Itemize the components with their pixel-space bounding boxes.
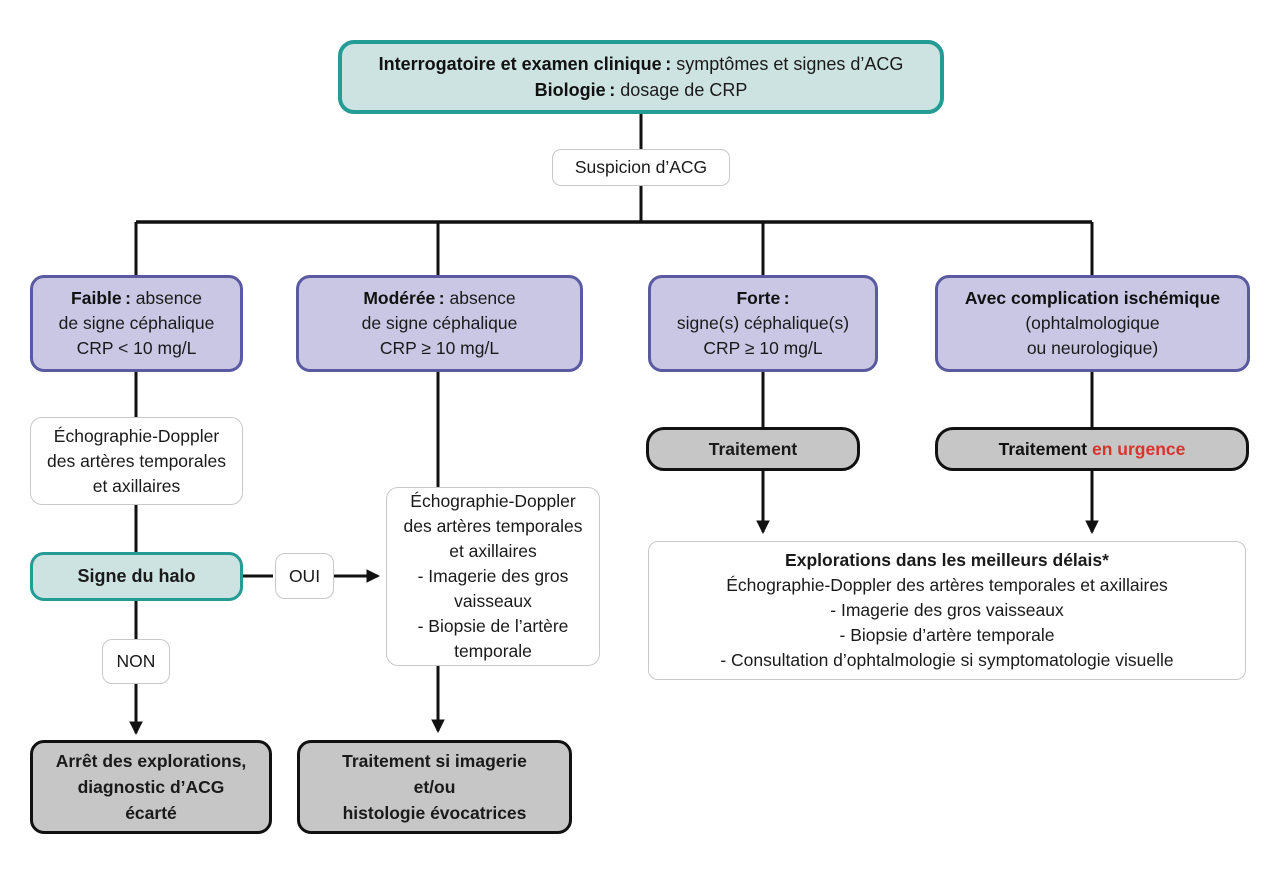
node-niveau-forte: Forte : signe(s) céphalique(s) CRP ≥ 10 … — [648, 275, 878, 372]
label-moderee-line2: de signe céphalique — [361, 313, 518, 333]
label-traitement-si-line3: histologie évocatrices — [342, 803, 527, 823]
label-echo2-line2: des artères temporales — [403, 516, 583, 536]
label-biologie-bold: Biologie : — [534, 80, 616, 100]
label-faible-line3: CRP < 10 mg/L — [76, 338, 197, 358]
node-niveau-faible: Faible : absence de signe céphalique CRP… — [30, 275, 243, 372]
label-traitement-urgence-red: en urgence — [1087, 439, 1186, 459]
label-moderee-rest: absence — [444, 288, 516, 308]
label-echo2-line5: vaisseaux — [454, 591, 532, 611]
label-faible-line2: de signe céphalique — [58, 313, 215, 333]
node-traitement-si-imagerie: Traitement si imagerie et/ou histologie … — [297, 740, 572, 834]
label-faible-rest: absence — [130, 288, 202, 308]
label-echo2-line1: Échographie-Doppler — [410, 491, 576, 511]
node-interrogatoire-biologie: Interrogatoire et examen clinique : symp… — [338, 40, 944, 114]
label-moderee-line3: CRP ≥ 10 mg/L — [379, 338, 500, 358]
label-explorations-line2: Échographie-Doppler des artères temporal… — [726, 575, 1168, 595]
label-signe-du-halo: Signe du halo — [77, 566, 196, 586]
node-non: NON — [102, 639, 170, 684]
label-interrogatoire-bold: Interrogatoire et examen clinique : — [378, 54, 672, 74]
node-signe-du-halo: Signe du halo — [30, 552, 243, 601]
label-biologie-rest: dosage de CRP — [615, 80, 748, 100]
label-explorations-line5: - Consultation d’ophtalmologie si sympto… — [720, 650, 1174, 670]
node-arret-explorations: Arrêt des explorations, diagnostic d’ACG… — [30, 740, 272, 834]
label-faible-bold: Faible : — [71, 288, 131, 308]
label-echo1-line3: et axillaires — [92, 475, 181, 496]
node-oui: OUI — [275, 553, 334, 599]
label-forte-line3: CRP ≥ 10 mg/L — [703, 338, 823, 358]
node-suspicion-acg: Suspicion d’ACG — [552, 149, 730, 186]
label-echo2-line7: temporale — [454, 641, 532, 661]
label-explorations-line3: - Imagerie des gros vaisseaux — [830, 600, 1064, 620]
label-explorations-title: Explorations dans les meilleurs délais* — [785, 550, 1109, 570]
label-echo2-line6: - Biopsie de l’artère — [417, 616, 569, 636]
label-ischemique-line2: (ophtalmologique — [1025, 313, 1160, 333]
label-echo2-line4: - Imagerie des gros — [417, 566, 569, 586]
label-echo1-line2: des artères temporales — [47, 450, 226, 471]
node-niveau-moderee: Modérée : absence de signe céphalique CR… — [296, 275, 583, 372]
label-forte-line2: signe(s) céphalique(s) — [676, 313, 850, 333]
node-echo-doppler-1: Échographie-Doppler des artères temporal… — [30, 417, 243, 505]
label-interrogatoire-rest: symptômes et signes d’ACG — [671, 54, 904, 74]
label-non: NON — [116, 651, 156, 671]
node-traitement: Traitement — [646, 427, 860, 471]
node-complication-ischemique: Avec complication ischémique (ophtalmolo… — [935, 275, 1250, 372]
label-forte-bold: Forte : — [736, 288, 790, 308]
label-traitement-si-line2: et/ou — [413, 777, 456, 797]
label-arret-line2: diagnostic d’ACG — [77, 777, 225, 797]
label-traitement-si-line1: Traitement si imagerie — [342, 751, 527, 771]
label-ischemique-line3: ou neurologique) — [1026, 338, 1159, 358]
label-arret-line1: Arrêt des explorations, — [55, 751, 247, 771]
label-oui: OUI — [288, 565, 321, 586]
label-traitement-urgence-bold: Traitement — [998, 439, 1088, 459]
node-explorations-delais: Explorations dans les meilleurs délais* … — [648, 541, 1246, 680]
label-moderee-bold: Modérée : — [363, 288, 445, 308]
label-ischemique-bold: Avec complication ischémique — [964, 288, 1221, 308]
node-echo-doppler-2: Échographie-Doppler des artères temporal… — [386, 487, 600, 666]
label-suspicion: Suspicion d’ACG — [574, 157, 708, 177]
label-traitement: Traitement — [708, 439, 798, 459]
label-echo1-line1: Échographie-Doppler — [53, 425, 220, 446]
label-explorations-line4: - Biopsie d’artère temporale — [839, 625, 1055, 645]
node-traitement-urgence: Traitement en urgence — [935, 427, 1249, 471]
label-arret-line3: écarté — [125, 803, 177, 823]
label-echo2-line3: et axillaires — [449, 541, 537, 561]
